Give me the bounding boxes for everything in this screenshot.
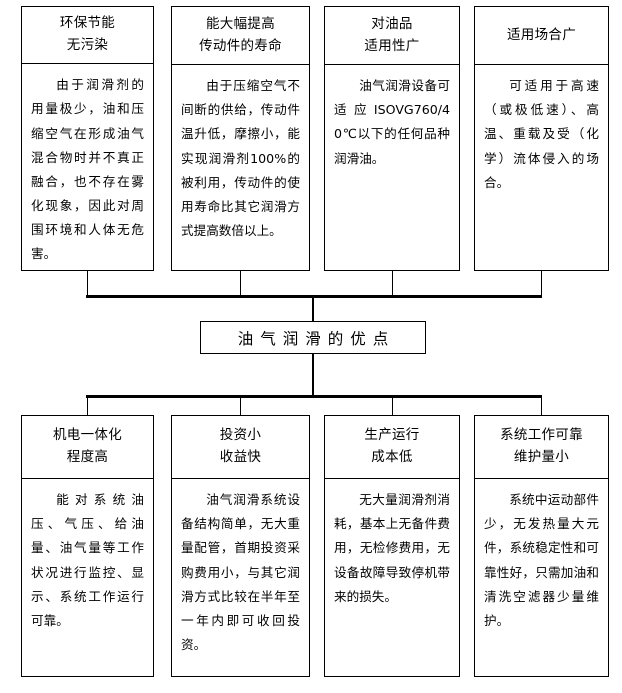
advantage-card-bottom-3: 生产运行 成本低 无大量润滑剂消耗，基本上无备件费用，无检修费用，无设备故障导致… xyxy=(324,415,460,677)
advantage-header-line-1: 适用场合广 xyxy=(507,26,576,43)
connector-stem-title-bottom xyxy=(311,353,314,397)
advantage-header-line-2: 适用性广 xyxy=(364,37,420,54)
advantage-card-header: 能大幅提高 传动件的寿命 xyxy=(172,7,309,65)
advantage-card-header: 系统工作可靠 维护量小 xyxy=(475,416,608,479)
advantage-card-header: 投资小 收益快 xyxy=(172,416,309,479)
advantage-header-line-1: 能大幅提高 xyxy=(206,15,275,32)
advantage-header-line-1: 环保节能 xyxy=(59,15,116,32)
advantage-card-body: 油气润滑系统设备结构简单，无大重量配管，首期投资采购费用小，与其它润滑方式比较在… xyxy=(181,492,300,653)
advantage-card-body: 由于润滑剂的用量极少，油和压缩空气在形成油气混合物时并不真正融合，也不存在雾化现… xyxy=(31,77,144,262)
advantage-header-line-1: 系统工作可靠 xyxy=(500,427,583,444)
advantage-header-line-2: 成本低 xyxy=(371,449,413,465)
connector-stem-top-2 xyxy=(239,271,242,297)
advantage-card-header: 生产运行 成本低 xyxy=(325,416,459,479)
connector-stem-title-top xyxy=(311,295,314,322)
connector-bus-bottom xyxy=(86,395,542,398)
advantage-card-header: 适用场合广 xyxy=(475,7,608,65)
advantage-header-line-1: 对油品 xyxy=(371,15,413,32)
advantage-header-line-2: 无污染 xyxy=(66,37,109,54)
connector-stem-top-4 xyxy=(540,271,543,297)
advantage-card-header: 对油品 适用性广 xyxy=(325,7,459,65)
advantage-card-body: 油气润滑设备可适应ISOVG760/40℃以下的任何品种润滑油。 xyxy=(334,78,450,166)
advantage-card-header: 环保节能 无污染 xyxy=(22,7,153,65)
advantage-card-header: 机电一体化 程度高 xyxy=(22,416,153,479)
advantage-card-top-4: 适用场合广 可适用于高速（或极低速）、高温、重载及受（化学）流体侵入的场合。 xyxy=(474,6,609,271)
connector-bus-top xyxy=(86,295,542,298)
advantage-card-body: 由于压缩空气不间断的供给，传动件温升低，摩擦小，能实现润滑剂100%的被利用，传… xyxy=(181,78,300,239)
advantage-card-bottom-4: 系统工作可靠 维护量小 系统中运动部件少，无发热量大元件，系统稳定性和可靠性好，… xyxy=(474,415,609,677)
advantage-header-line-2: 程度高 xyxy=(66,449,109,465)
advantage-card-top-1: 环保节能 无污染 由于润滑剂的用量极少，油和压缩空气在形成油气混合物时并不真正融… xyxy=(21,6,154,271)
advantage-header-line-1: 投资小 xyxy=(219,427,262,444)
advantage-card-bottom-1: 机电一体化 程度高 能对系统油压、气压、给油量、油气量等工作状况进行监控、显示、… xyxy=(21,415,154,677)
advantage-header-line-2: 传动件的寿命 xyxy=(199,37,282,54)
connector-stem-top-1 xyxy=(86,271,89,297)
advantage-card-body: 无大量润滑剂消耗，基本上无备件费用，无检修费用，无设备故障导致停机带来的损失。 xyxy=(334,492,450,604)
diagram-title-box: 油气润滑的优点 xyxy=(200,321,426,354)
connector-stem-bottom-3 xyxy=(391,395,394,416)
advantage-card-top-3: 对油品 适用性广 油气润滑设备可适应ISOVG760/40℃以下的任何品种润滑油… xyxy=(324,6,460,271)
advantage-header-line-2: 收益快 xyxy=(219,449,262,465)
connector-stem-bottom-2 xyxy=(239,395,242,416)
advantage-card-body: 系统中运动部件少，无发热量大元件，系统稳定性和可靠性好，只需加油和清洗空滤器少量… xyxy=(484,492,599,628)
connector-stem-bottom-1 xyxy=(86,395,89,416)
connector-stem-top-3 xyxy=(391,271,394,297)
advantage-card-bottom-2: 投资小 收益快 油气润滑系统设备结构简单，无大重量配管，首期投资采购费用小，与其… xyxy=(171,415,310,677)
advantage-card-body: 可适用于高速（或极低速）、高温、重载及受（化学）流体侵入的场合。 xyxy=(484,78,599,190)
connector-stem-bottom-4 xyxy=(540,395,543,416)
advantage-header-line-1: 机电一体化 xyxy=(53,427,122,444)
advantage-header-line-2: 维护量小 xyxy=(513,449,570,465)
diagram-title-label: 油气润滑的优点 xyxy=(237,329,396,348)
advantage-header-line-1: 生产运行 xyxy=(364,427,420,444)
advantage-card-top-2: 能大幅提高 传动件的寿命 由于压缩空气不间断的供给，传动件温升低，摩擦小，能实现… xyxy=(171,6,310,271)
advantage-card-body: 能对系统油压、气压、给油量、油气量等工作状况进行监控、显示、系统工作运行可靠。 xyxy=(31,492,144,628)
